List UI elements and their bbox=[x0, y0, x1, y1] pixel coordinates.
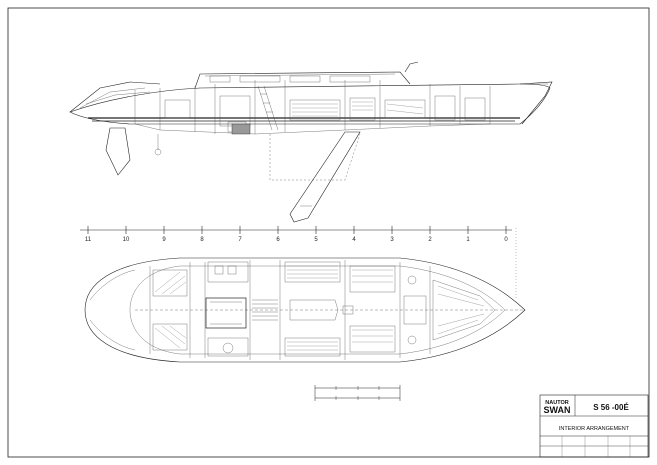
station-label: 3 bbox=[390, 237, 394, 243]
station-label: 9 bbox=[162, 237, 166, 243]
station-label: 4 bbox=[352, 237, 356, 243]
model-text: S 56 -00É bbox=[593, 403, 629, 412]
profile-interior bbox=[134, 80, 491, 135]
station-label: 11 bbox=[85, 237, 92, 243]
station-label: 5 bbox=[314, 237, 318, 243]
drawing-title-text: INTERIOR ARRANGEMENT bbox=[559, 426, 630, 432]
profile-bow bbox=[519, 81, 553, 125]
companionway bbox=[205, 297, 247, 329]
profile-rudder bbox=[105, 127, 131, 176]
profile-hull-outline bbox=[69, 83, 551, 125]
station-label: 8 bbox=[200, 237, 204, 243]
plan-view bbox=[84, 257, 526, 363]
title-block: NAUTOR SWAN S 56 -00É INTERIOR ARRANGEME… bbox=[539, 394, 649, 458]
station-label: 0 bbox=[504, 237, 508, 243]
plan-hull-outline bbox=[84, 257, 526, 363]
sheet-border bbox=[7, 7, 650, 458]
scale-bar bbox=[314, 385, 401, 401]
engine-block bbox=[231, 123, 251, 135]
plan-interior bbox=[149, 260, 496, 360]
station-label: 6 bbox=[276, 237, 280, 243]
profile-keel bbox=[289, 131, 361, 223]
profile-stern bbox=[69, 81, 161, 113]
station-label: 7 bbox=[238, 237, 242, 243]
profile-coachroof bbox=[194, 71, 411, 89]
brand-top-text: NAUTOR bbox=[545, 400, 568, 406]
profile-view bbox=[69, 61, 553, 223]
brand-bottom-text: SWAN bbox=[544, 405, 571, 415]
station-label: 10 bbox=[123, 237, 130, 243]
station-label: 1 bbox=[466, 237, 470, 243]
title-block-frame bbox=[539, 394, 649, 458]
station-label: 2 bbox=[428, 237, 432, 243]
